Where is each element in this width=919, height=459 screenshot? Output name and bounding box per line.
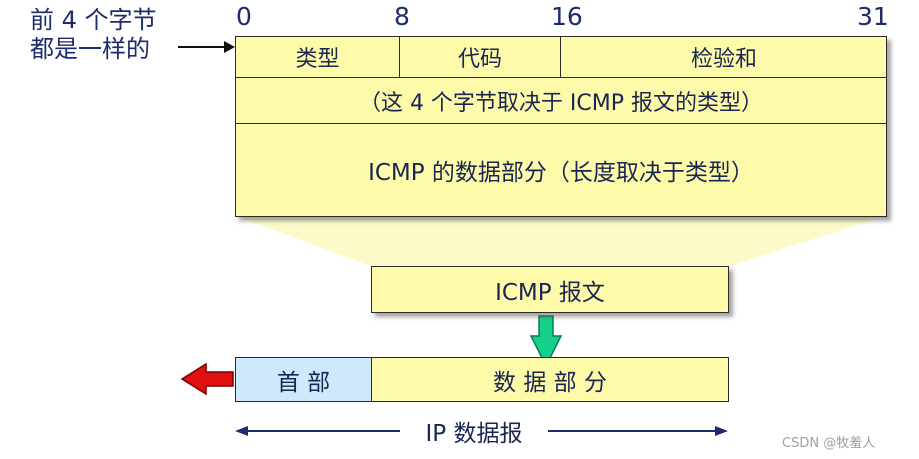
ip-header-box: 首 部 [235,357,372,402]
icmp-message-box: ICMP 报文 [371,266,729,313]
row-divider-2 [236,123,886,124]
field-code: 代码 [457,47,502,72]
column-divider-8 [399,37,400,77]
field-type: 类型 [295,47,340,72]
ip-span-right-arrow [548,426,728,436]
ip-data-box: 数 据 部 分 [371,357,729,402]
bit-label-16: 16 [551,2,583,31]
left-arrow-icon [180,362,234,396]
bit-label-31: 31 [857,2,889,31]
down-arrow-icon [529,315,563,368]
projection-trapezoid [236,216,886,266]
note-line-1: 前 4 个字节 [30,6,157,34]
bit-label-0: 0 [236,2,252,31]
note-line-2: 都是一样的 [30,35,150,63]
note-pointer-arrowhead [224,41,235,53]
icmp-format-block: 类型 代码 检验和 （这 4 个字节取决于 ICMP 报文的类型） ICMP 的… [235,36,887,217]
same-bytes-note: 前 4 个字节 都是一样的 [30,6,157,64]
row-divider-1 [236,77,886,78]
bit-label-8: 8 [394,2,410,31]
field-icmp-data: ICMP 的数据部分（长度取决于类型） [368,160,754,186]
field-rest-of-header: （这 4 个字节取决于 ICMP 报文的类型） [358,90,764,116]
field-checksum: 检验和 [690,47,757,72]
column-divider-16 [560,37,561,77]
ip-datagram-label: IP 数据报 [425,421,523,447]
ip-span-left-arrow [235,426,400,436]
watermark: CSDN @牧羞人 [782,436,876,451]
